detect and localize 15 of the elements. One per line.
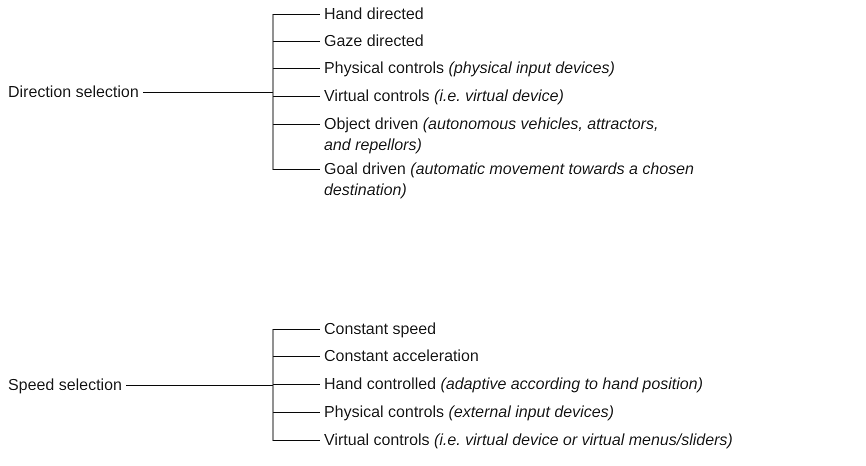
connector-line bbox=[142, 92, 320, 170]
branch-label: Gaze directed bbox=[320, 31, 428, 52]
branch-label: Virtual controls (i.e. virtual device or virtual menus/sliders) bbox=[320, 430, 737, 451]
branch-label: Virtual controls (i.e. virtual device) bbox=[320, 86, 568, 107]
branch-label: Goal driven (automatic movement towards a chosen destination) bbox=[320, 159, 728, 201]
branch-label: Hand directed bbox=[320, 4, 428, 25]
branch-label: Object driven (autonomous vehicles, attractors, and repellors) bbox=[320, 114, 678, 156]
branch-label: Constant acceleration bbox=[320, 346, 483, 367]
branch-label: Physical controls (physical input devices) bbox=[320, 58, 619, 79]
branch-label: Physical controls (external input devices) bbox=[320, 402, 618, 423]
branch-label: Hand controlled (adaptive according to hand position) bbox=[320, 374, 707, 395]
branch-label: Direction selection bbox=[4, 82, 143, 103]
branch-label: Speed selection bbox=[4, 375, 126, 396]
branch-label: Constant speed bbox=[320, 319, 440, 340]
connector-line bbox=[126, 385, 320, 441]
